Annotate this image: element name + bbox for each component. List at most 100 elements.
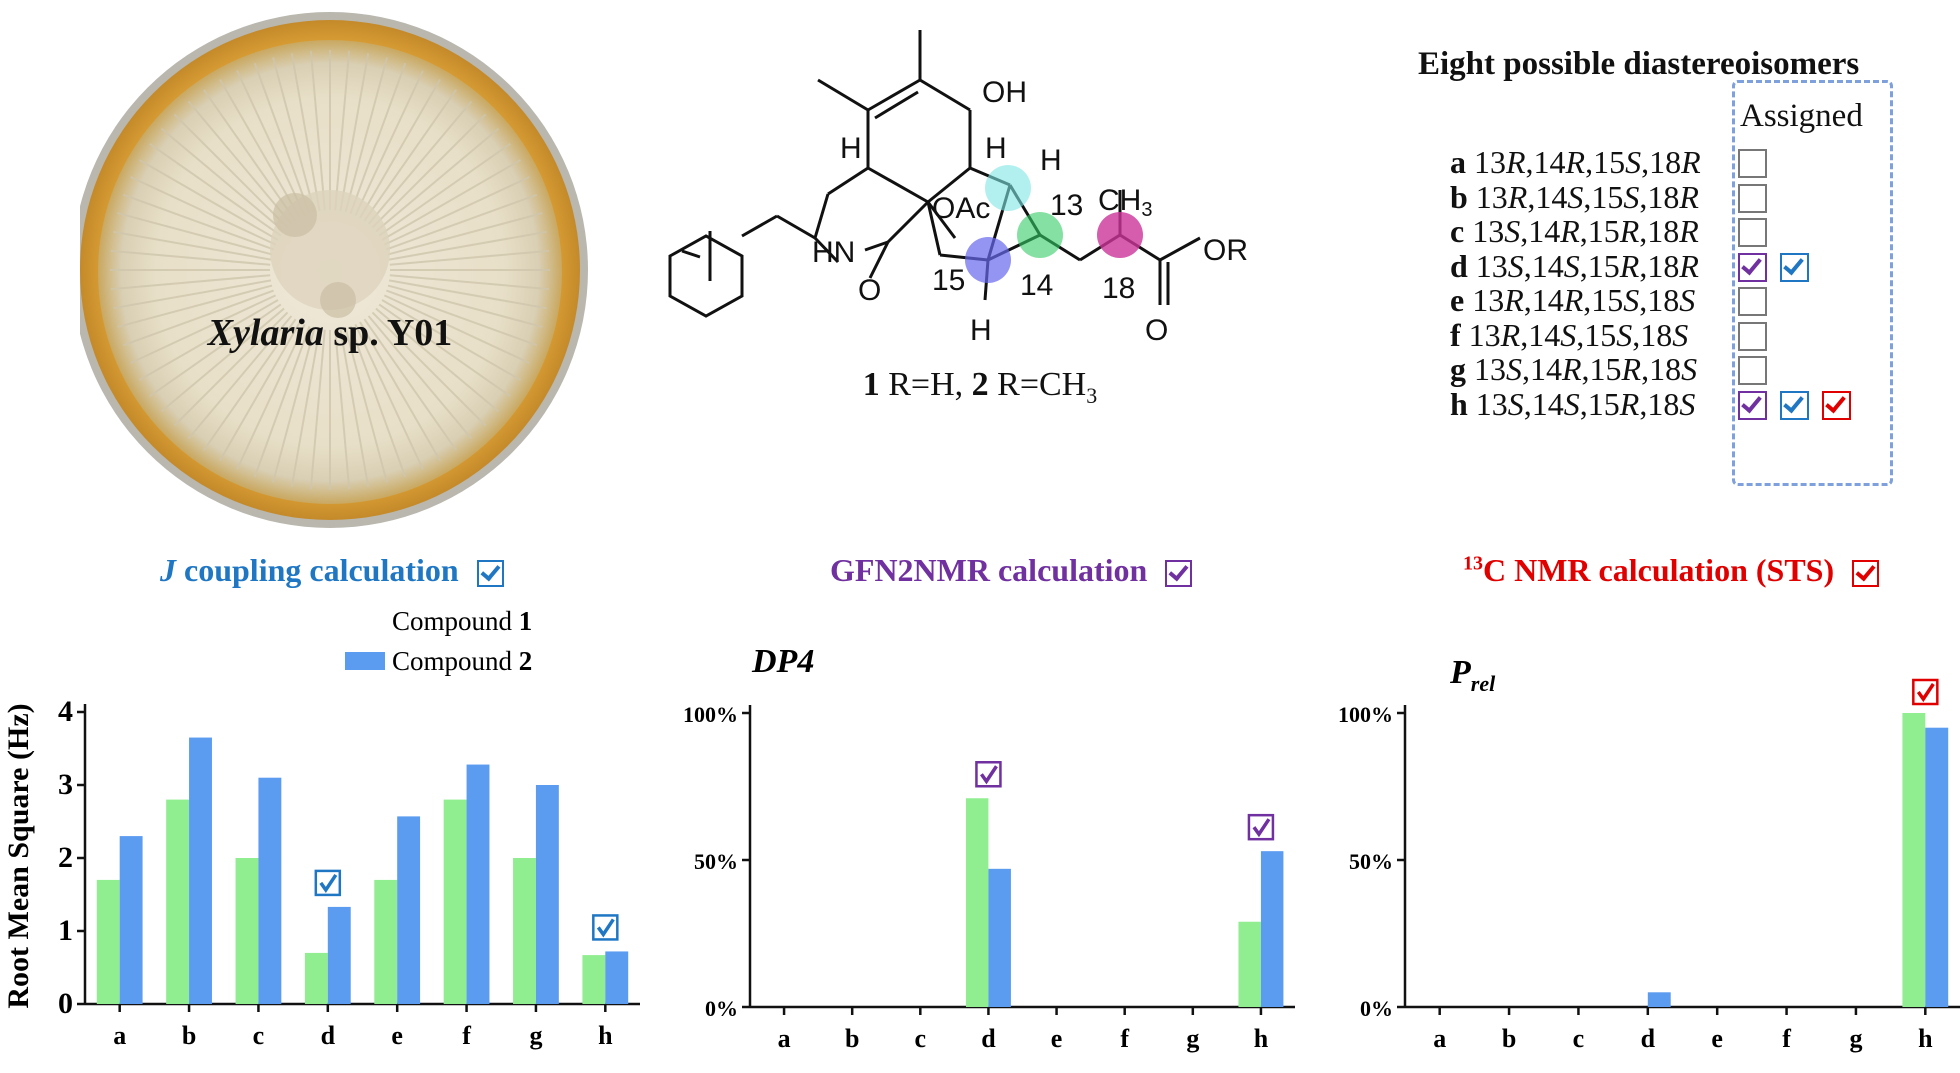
x-tick-label: h bbox=[1918, 1024, 1933, 1053]
isomer-config: 13S,14R,15R,18S bbox=[1474, 351, 1698, 387]
bar-1-d bbox=[965, 798, 989, 1007]
x-tick-label: f bbox=[1782, 1024, 1791, 1053]
bar-1-h bbox=[1902, 713, 1926, 1007]
bar-2-h bbox=[1925, 727, 1949, 1007]
blue-check-icon bbox=[314, 869, 342, 897]
x-tick-label: d bbox=[981, 1024, 996, 1053]
x-tick-label: g bbox=[529, 1021, 542, 1050]
y-tick-label: 100% bbox=[683, 702, 738, 727]
y-tick-label: 0 bbox=[58, 987, 73, 1020]
y-tick-label: 0% bbox=[1360, 996, 1393, 1021]
y-axis-label: Root Mean Square (Hz) bbox=[2, 703, 35, 1008]
isomer-config: 13R,14S,15S,18S bbox=[1468, 316, 1689, 353]
x-tick-label: b bbox=[845, 1024, 859, 1053]
bar-2-d bbox=[327, 906, 351, 1004]
x-tick-label: d bbox=[1641, 1024, 1656, 1053]
x-tick-label: f bbox=[1120, 1024, 1129, 1053]
method-13c-nmr: 13C NMR calculation (STS) bbox=[1463, 552, 1880, 589]
y-tick-label: 3 bbox=[58, 768, 73, 801]
svg-text:15: 15 bbox=[932, 264, 965, 297]
legend-label: Compound 1 bbox=[392, 606, 532, 636]
diastereoisomer-panel: Eight possible diastereoisomers Assigned… bbox=[1400, 40, 1960, 500]
isomer-letter: b bbox=[1450, 178, 1468, 215]
chart-title: Prel bbox=[1449, 654, 1496, 696]
photo-label: Xylaria sp. Y01 bbox=[207, 312, 453, 354]
bar-1-h bbox=[1238, 921, 1261, 1007]
isomer-config: 13R,14R,15S,18R bbox=[1474, 144, 1701, 180]
isomer-letter: g bbox=[1450, 351, 1466, 387]
x-tick-label: e bbox=[1051, 1024, 1063, 1053]
x-tick-label: a bbox=[778, 1024, 791, 1053]
y-tick-label: 50% bbox=[1349, 849, 1393, 874]
petri-dish-photo: Xylaria sp. Y01 bbox=[80, 12, 588, 528]
bar-2-a bbox=[119, 836, 143, 1004]
x-tick-label: d bbox=[321, 1021, 336, 1050]
bar-1-c bbox=[235, 858, 259, 1004]
purple-check-icon bbox=[1738, 390, 1767, 420]
x-tick-label: e bbox=[391, 1021, 403, 1050]
empty-checkbox-icon bbox=[1738, 218, 1767, 247]
bar-2-f bbox=[466, 764, 490, 1004]
empty-checkbox-icon bbox=[1738, 321, 1767, 351]
bar-2-g bbox=[535, 785, 559, 1004]
svg-text:OH: OH bbox=[982, 76, 1027, 109]
bar-2-d bbox=[988, 868, 1011, 1007]
bar-1-h bbox=[582, 955, 606, 1004]
bar-2-d bbox=[1647, 992, 1671, 1007]
x-tick-label: c bbox=[253, 1021, 265, 1050]
svg-text:13: 13 bbox=[1050, 189, 1083, 222]
red-check-icon bbox=[1912, 678, 1939, 706]
isomer-letter: a bbox=[1450, 144, 1466, 180]
isomer-letter: h bbox=[1450, 385, 1468, 422]
x-tick-label: h bbox=[1254, 1024, 1269, 1053]
svg-text:O: O bbox=[1145, 314, 1168, 347]
assigned-label: Assigned bbox=[1740, 98, 1863, 134]
chart-title: DP4 bbox=[751, 643, 814, 680]
bar-1-e bbox=[374, 879, 398, 1004]
purple-check-icon bbox=[1247, 813, 1275, 841]
bar-1-g bbox=[513, 858, 536, 1004]
x-tick-label: c bbox=[915, 1024, 927, 1053]
isomer-letter: f bbox=[1450, 316, 1461, 353]
isomer-title: Eight possible diastereoisomers bbox=[1418, 46, 1860, 82]
method-j-coupling: J coupling calculation bbox=[160, 552, 504, 589]
y-tick-label: 0% bbox=[705, 996, 738, 1021]
svg-text:H: H bbox=[985, 132, 1007, 165]
x-tick-label: e bbox=[1711, 1024, 1723, 1053]
isomer-letter: d bbox=[1450, 247, 1468, 284]
svg-text:CH3: CH3 bbox=[1098, 184, 1152, 221]
empty-checkbox-icon bbox=[1738, 287, 1767, 316]
y-tick-label: 1 bbox=[58, 914, 73, 947]
isomer-config: 13S,14S,15R,18S bbox=[1475, 385, 1696, 422]
bar-1-d bbox=[304, 952, 328, 1004]
bar-1-a bbox=[96, 879, 120, 1004]
bar-1-f bbox=[443, 799, 467, 1004]
isomer-letter: e bbox=[1450, 282, 1465, 318]
assigned-box bbox=[1732, 80, 1893, 486]
blue-check-icon bbox=[592, 914, 619, 941]
legend-label: Compound 2 bbox=[392, 646, 532, 676]
isomer-config: 13R,14S,15S,18R bbox=[1475, 178, 1699, 215]
bar-2-h bbox=[605, 951, 629, 1004]
x-tick-label: a bbox=[1433, 1024, 1446, 1053]
svg-text:14: 14 bbox=[1020, 269, 1053, 302]
svg-text:O: O bbox=[858, 274, 881, 307]
svg-text:OR: OR bbox=[1203, 234, 1248, 267]
isomer-letter: c bbox=[1450, 213, 1465, 249]
bar-2-c bbox=[258, 777, 282, 1004]
svg-text:H: H bbox=[840, 132, 862, 165]
x-tick-label: b bbox=[182, 1021, 196, 1050]
bar-1-b bbox=[166, 799, 190, 1004]
x-tick-label: b bbox=[1502, 1024, 1516, 1053]
empty-checkbox-icon bbox=[1738, 356, 1767, 385]
structure-caption: 1 R=H, 2 R=CH3 bbox=[863, 366, 1098, 408]
